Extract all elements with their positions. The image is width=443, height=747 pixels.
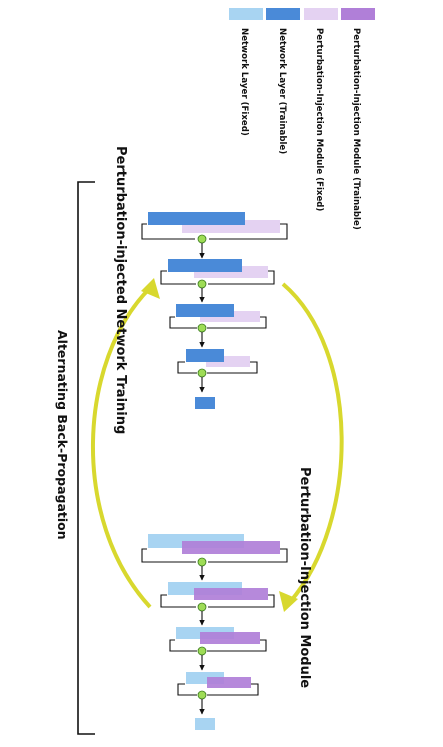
skip-connection [207, 361, 258, 374]
skip-connection [141, 223, 195, 240]
pim-trainable-block [194, 588, 268, 600]
alternating-backprop-label: Alternating Back-Propagation [55, 330, 70, 540]
curved-arrow-to-network [91, 286, 152, 609]
add-node [197, 690, 207, 700]
network-layer-trainable [168, 259, 242, 272]
legend-label-layer-trainable: Network Layer (Trainable) [277, 28, 287, 154]
skip-connection [160, 270, 196, 285]
add-node [197, 368, 207, 378]
skip-connection [208, 594, 275, 608]
skip-connection [177, 683, 197, 696]
pim-fixed-block [206, 356, 250, 367]
network-training-label: Perturbation-injected Network Training [113, 146, 128, 434]
output-layer-trainable [195, 397, 215, 409]
skip-connection [169, 316, 197, 329]
legend-label-pim-fixed: Perturbation-Injection Module (Fixed) [314, 28, 324, 211]
network-training-diagram [141, 212, 288, 409]
skip-connection [208, 548, 288, 563]
legend-swatch-pim-fixed [304, 8, 338, 20]
add-node [197, 557, 207, 567]
pim-trainable-block [182, 541, 280, 554]
output-layer-fixed [195, 718, 215, 730]
alternating-arrows [91, 278, 344, 612]
skip-connection [207, 316, 267, 329]
skip-connection [177, 361, 197, 374]
skip-connection [207, 683, 259, 696]
legend-swatch-layer-trainable [266, 8, 300, 20]
module-training-diagram [141, 534, 288, 730]
module-training-label: Perturbation-Injection Module [297, 467, 312, 688]
skip-connection [141, 548, 196, 563]
curved-arrow-to-module [281, 282, 344, 604]
pim-trainable-block [207, 677, 251, 688]
network-layer-trainable [148, 212, 245, 225]
legend: Perturbation-Injection Module (Trainable… [229, 8, 375, 230]
add-node [197, 323, 207, 333]
alternation-bracket [77, 181, 95, 735]
curved-arrow-to-module-head [279, 591, 298, 612]
skip-connection [208, 270, 275, 285]
add-node [197, 602, 207, 612]
skip-connection [169, 639, 197, 652]
network-layer-trainable [176, 304, 234, 317]
network-layer-trainable [186, 349, 224, 362]
add-node [197, 646, 207, 656]
skip-connection [207, 639, 267, 652]
add-node [197, 279, 207, 289]
legend-swatch-layer-fixed [229, 8, 263, 20]
legend-label-layer-fixed: Network Layer (Fixed) [239, 28, 249, 136]
curved-arrow-to-network-head [141, 278, 160, 299]
skip-connection [209, 223, 288, 240]
legend-label-pim-trainable: Perturbation-Injection Module (Trainable… [351, 28, 361, 230]
legend-swatch-pim-trainable [341, 8, 375, 20]
add-node [197, 234, 207, 244]
skip-connection [160, 594, 196, 608]
pim-trainable-block [200, 632, 260, 644]
